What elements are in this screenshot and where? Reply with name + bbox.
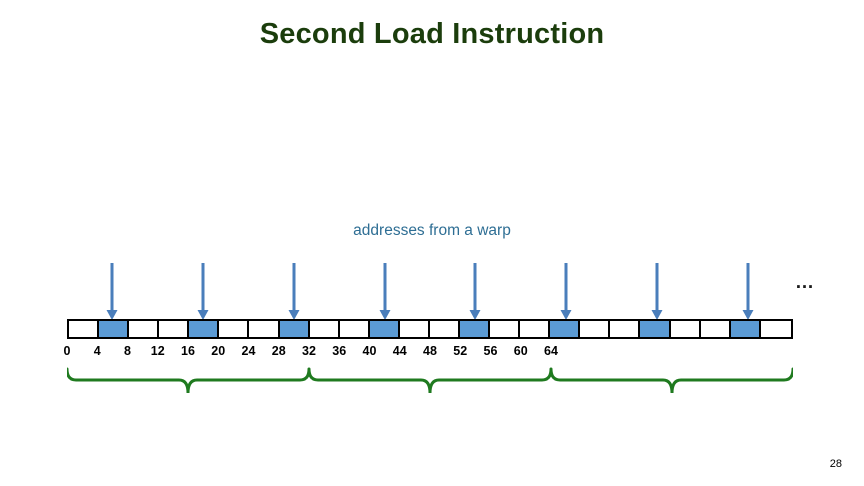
memory-cell (309, 321, 340, 337)
memory-cell (520, 321, 551, 337)
address-arrow-icon (469, 263, 481, 320)
address-tick-label: 20 (211, 344, 226, 358)
memory-segment-brace (309, 367, 551, 394)
memory-cell (159, 321, 190, 337)
page-title: Second Load Instruction (259, 18, 605, 50)
address-tick-label: 64 (544, 344, 558, 358)
address-arrow-icon (651, 263, 663, 320)
memory-cell-accessed (99, 321, 130, 337)
address-tick-label: 48 (423, 344, 437, 358)
memory-cell-accessed (730, 321, 761, 337)
ellipsis-label: … (795, 272, 815, 293)
memory-cell (429, 321, 461, 337)
memory-cell (490, 321, 521, 337)
address-arrow-icon (742, 263, 754, 320)
memory-cell (670, 321, 701, 337)
memory-cell (129, 321, 160, 337)
address-tick-label: 16 (181, 344, 195, 358)
address-tick-label: 40 (362, 344, 377, 358)
memory-segment-brace (551, 367, 793, 394)
memory-address-bar (67, 319, 793, 339)
address-tick-label: 44 (392, 344, 407, 358)
memory-cell (700, 321, 731, 337)
memory-cell-accessed (189, 321, 220, 337)
memory-cell (69, 321, 100, 337)
address-tick-label: 56 (483, 344, 498, 358)
address-tick-label: 12 (150, 344, 165, 358)
memory-cell (219, 321, 250, 337)
address-tick-label: 60 (513, 344, 528, 358)
address-tick-label: 32 (302, 344, 316, 358)
memory-cell (580, 321, 611, 337)
memory-segment-brace (67, 367, 309, 394)
address-arrow-icon (288, 263, 300, 320)
memory-cell (399, 321, 430, 337)
memory-cell (760, 321, 791, 337)
address-tick-label: 0 (63, 344, 71, 358)
address-arrow-icon (106, 263, 118, 320)
address-tick-label: 36 (332, 344, 347, 358)
page-number: 28 (829, 458, 842, 470)
address-tick-label: 4 (93, 344, 101, 358)
memory-cell (249, 321, 280, 337)
address-arrow-icon (560, 263, 572, 320)
memory-cell-accessed (279, 321, 310, 337)
address-arrow-icon (379, 263, 391, 320)
memory-cell-accessed (369, 321, 400, 337)
address-tick-label: 28 (271, 344, 286, 358)
warp-addresses-label: addresses from a warp (353, 222, 511, 239)
memory-cell-accessed (550, 321, 581, 337)
memory-cell (339, 321, 370, 337)
address-tick-label: 52 (453, 344, 468, 358)
memory-cell (610, 321, 641, 337)
memory-cell-accessed (640, 321, 671, 337)
address-tick-label: 8 (124, 344, 131, 358)
address-arrow-icon (197, 263, 209, 320)
memory-cell-accessed (460, 321, 491, 337)
address-tick-label: 24 (241, 344, 256, 358)
